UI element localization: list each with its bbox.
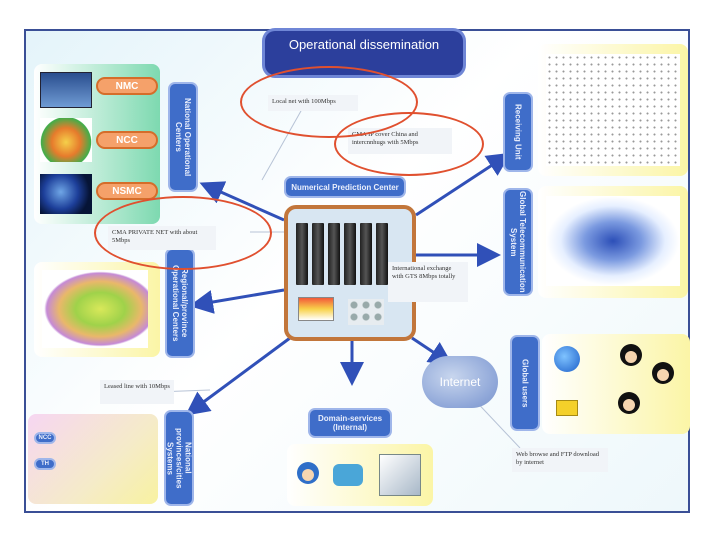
highlight-ellipse-cma-ip: [334, 112, 484, 176]
label-national-provinces: National provinces/cities Systems: [164, 410, 194, 506]
internet-cloud: Internet: [422, 356, 498, 408]
person-icon: [297, 462, 319, 484]
regional-centers-panel: [34, 262, 160, 357]
center-label: Numerical Prediction Center: [284, 176, 406, 198]
server-rack-image: [360, 223, 372, 285]
arrow-to-provinces: [185, 336, 291, 416]
label-global-users: Global users: [510, 335, 540, 431]
note-web-ftp: Web browse and FTP download by internet: [512, 448, 608, 472]
global-users-panel: [542, 334, 690, 434]
internet-label: Internet: [439, 375, 481, 389]
pill-nmc: NMC: [96, 77, 158, 95]
telephone-icon: [333, 464, 363, 486]
receiving-unit-panel: [538, 44, 688, 176]
node-th: TH: [34, 458, 56, 470]
user-icon: [620, 344, 642, 366]
nsmc-satellite-image: [40, 174, 92, 214]
document-icon: [379, 454, 421, 496]
domain-service-panel: [287, 444, 433, 506]
title-text: Operational dissemination: [288, 37, 440, 52]
highlight-ellipse-private: [94, 196, 272, 270]
server-rack-image: [376, 223, 388, 285]
server-rack-image: [312, 223, 324, 285]
gts-panel: [538, 186, 688, 298]
station-map-image: [546, 54, 680, 166]
label-global-telecom: Global Telecommunication System: [503, 188, 533, 296]
highlight-ellipse-local: [240, 66, 418, 138]
gts-network-image: [546, 196, 680, 286]
nmc-screen-image: [40, 72, 92, 108]
node-ncc: NCC: [34, 432, 56, 444]
note-international: International exchange with GTS 8Mbps to…: [388, 262, 468, 302]
arrow-to-receiving-unit: [415, 152, 512, 217]
arrow-to-regional-centers: [189, 288, 285, 314]
pill-ncc: NCC: [96, 131, 158, 149]
china-map-image: [42, 270, 148, 348]
storage-image: [348, 299, 384, 325]
arrow-to-national-centers: [199, 181, 285, 222]
pill-nsmc: NSMC: [96, 182, 158, 200]
note-leased-line: Leased line with 10Mbps: [100, 380, 174, 404]
server-rack-image: [296, 223, 308, 285]
user-icon: [652, 362, 674, 384]
label-domain-service: Domain-services (Internal): [308, 408, 392, 438]
label-national-centers: National Operational Centers: [168, 82, 198, 192]
globe-icon: [554, 346, 580, 372]
label-receiving-unit: Receiving Unit: [503, 92, 533, 172]
server-rack-image: [344, 223, 356, 285]
user-icon: [618, 392, 640, 414]
provinces-panel: NCC TH: [28, 414, 158, 504]
server-rack-image: [328, 223, 340, 285]
ncc-map-image: [40, 118, 92, 162]
ftp-icon: [556, 400, 578, 416]
chart-image: [298, 297, 334, 321]
